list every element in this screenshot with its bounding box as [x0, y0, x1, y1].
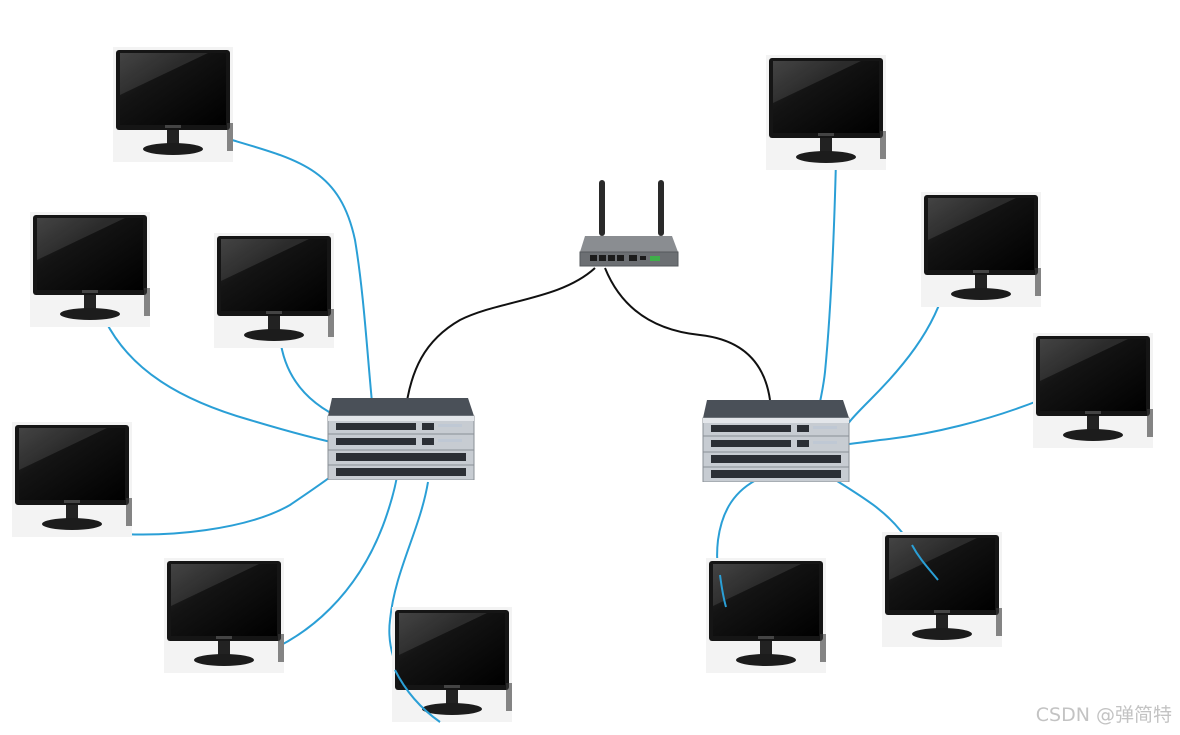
- monitor-icon: [30, 212, 150, 327]
- monitor-icon: [766, 55, 886, 170]
- uplink-cables: [404, 267, 771, 416]
- router-antenna-right: [658, 180, 664, 236]
- pc-cable-l4: [94, 467, 343, 536]
- monitor-icon: [392, 607, 512, 722]
- router-antenna-left: [599, 180, 605, 236]
- wireless-router-icon: [579, 180, 679, 267]
- pc-cable-r3: [839, 399, 1041, 446]
- monitor-icon: [12, 422, 132, 537]
- monitor-icon: [1033, 333, 1153, 448]
- switch-left: [327, 398, 475, 480]
- uplink-cable-left: [404, 267, 596, 416]
- pc-cable-l5: [244, 469, 399, 661]
- pc-cable-l2: [104, 319, 346, 446]
- pc-cable-r1: [811, 159, 837, 441]
- uplink-cable-right: [604, 267, 771, 401]
- monitor-icon: [706, 558, 826, 673]
- monitor-icon: [214, 233, 334, 348]
- monitor-icon: [113, 47, 233, 162]
- monitor-icon: [882, 532, 1002, 647]
- switch-right: [702, 400, 850, 482]
- pc-cable-l1: [231, 139, 376, 433]
- monitor-icon: [921, 192, 1041, 307]
- monitor-icon: [164, 558, 284, 673]
- cable-tips: [394, 544, 939, 723]
- watermark-text: CSDN @弹简特: [1035, 704, 1172, 726]
